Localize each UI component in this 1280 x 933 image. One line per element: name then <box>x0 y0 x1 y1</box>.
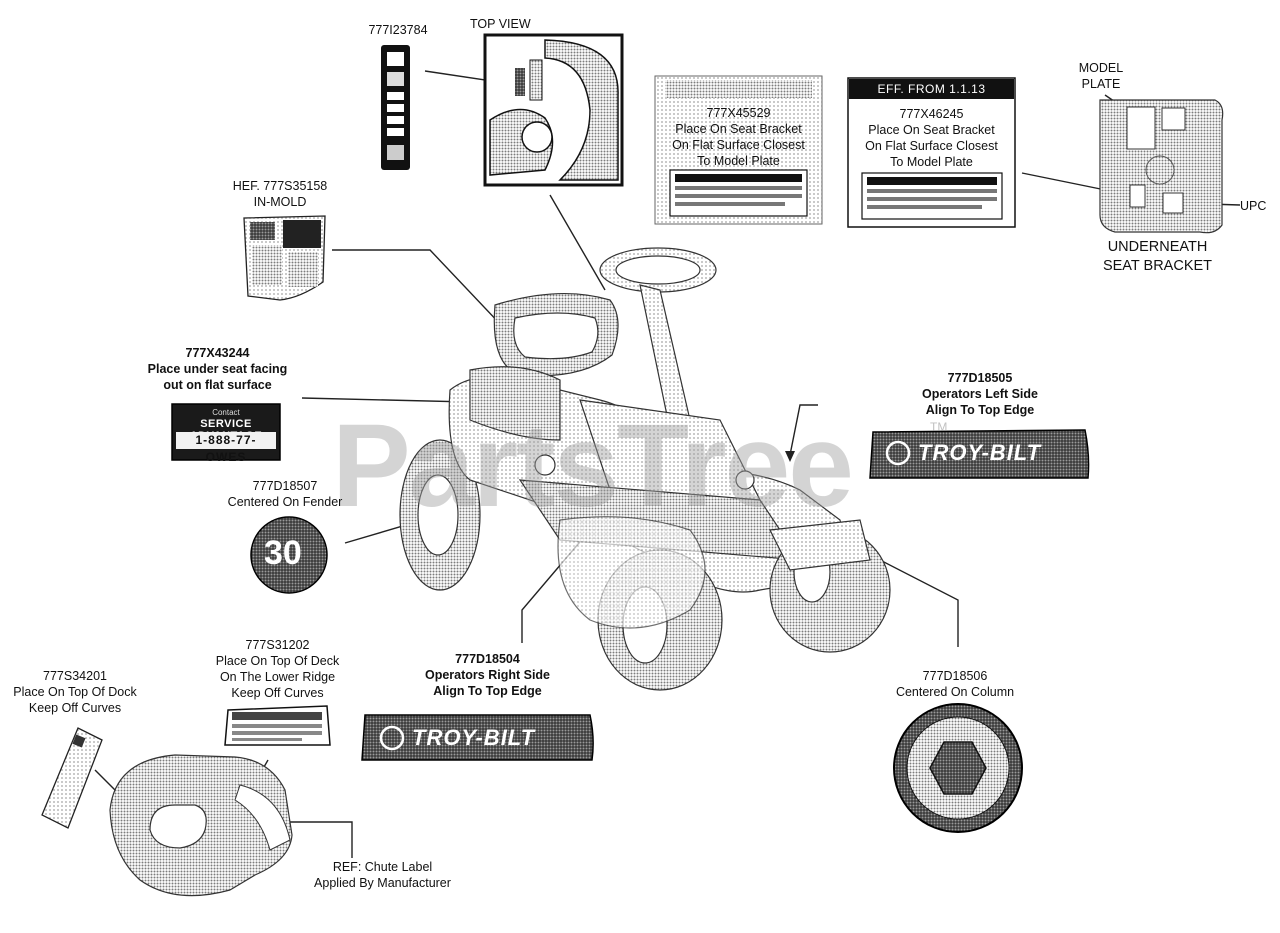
label-model-plate: MODEL PLATE <box>1060 60 1142 92</box>
label-777D18505-line2: Operators Left Side <box>922 387 1038 401</box>
box-777X46245-line1: Place On Seat Bracket <box>868 123 995 137</box>
label-777D18504: 777D18504 Operators Right Side Align To … <box>405 651 570 699</box>
label-777D18504-line3: Align To Top Edge <box>433 684 542 698</box>
label-underneath-line1: UNDERNEATH <box>1107 239 1208 255</box>
label-777D18507-note: Centered On Fender <box>227 495 343 509</box>
service-decal-phone: 1-888-77-OWES <box>176 432 276 464</box>
box-777X45529-line2: On Flat Surface Closest <box>672 138 805 152</box>
box-777X46245-text: 777X46245 Place On Seat Bracket On Flat … <box>848 106 1015 170</box>
label-inmold-note: IN-MOLD <box>253 195 307 209</box>
label-777I23784: 777I23784 <box>368 23 428 37</box>
label-777D18507-part: 777D18507 <box>252 479 318 493</box>
brand-text-right-side: TROY-BILT <box>412 725 536 750</box>
label-top-view: TOP VIEW <box>470 17 531 31</box>
decal-777S31202 <box>224 705 331 746</box>
label-777X43244-line3: out on flat surface <box>163 378 272 392</box>
box-777X46245-line3: To Model Plate <box>890 155 973 169</box>
label-777S31202-line3: On The Lower Ridge <box>219 670 336 684</box>
label-777S31202-part: 777S31202 <box>245 638 310 652</box>
seat-bracket <box>1099 99 1224 234</box>
label-777D18505: 777D18505 Operators Left Side Align To T… <box>905 370 1055 418</box>
box-777X45529-line3: To Model Plate <box>697 154 780 168</box>
top-view-inset <box>483 33 624 187</box>
label-underneath-line2: SEAT BRACKET <box>1102 258 1213 274</box>
label-777D18506-part: 777D18506 <box>922 669 988 683</box>
label-777X43244-line2: Place under seat facing <box>147 362 288 376</box>
label-777D18504-line2: Operators Right Side <box>424 668 551 682</box>
watermark-trademark: TM <box>930 420 948 434</box>
decal-inmold <box>243 215 326 301</box>
box-777X46245-part: 777X46245 <box>899 107 964 121</box>
box-777X46245-line2: On Flat Surface Closest <box>865 139 998 153</box>
label-777S34201-line2: Place On Top Of Dock <box>13 685 137 699</box>
fender-decal-30 <box>250 516 328 594</box>
label-777D18506: 777D18506 Centered On Column <box>875 668 1035 700</box>
label-777D18505-part: 777D18505 <box>947 371 1013 385</box>
label-777D18505-line3: Align To Top Edge <box>925 403 1035 417</box>
box-777X45529-line1: Place On Seat Bracket <box>675 122 802 136</box>
riding-mower <box>399 247 891 691</box>
label-777D18506-note: Centered On Column <box>895 685 1015 699</box>
label-model-plate-line2: PLATE <box>1081 77 1121 91</box>
box-777X45529-part: 777X45529 <box>706 106 771 120</box>
box-777X46245-effective-date: EFF. FROM 1.1.13 <box>849 79 1014 99</box>
label-inmold-ref: HEF. 777S35158 IN-MOLD <box>210 178 350 210</box>
label-model-plate-line1: MODEL <box>1078 61 1124 75</box>
decal-777I23784 <box>381 45 410 170</box>
label-777S31202: 777S31202 Place On Top Of Deck On The Lo… <box>195 637 360 701</box>
label-777D18507: 777D18507 Centered On Fender <box>210 478 360 510</box>
label-777S34201-line3: Keep Off Curves <box>28 701 122 715</box>
mower-deck <box>109 754 293 897</box>
label-777S34201-part: 777S34201 <box>43 669 107 683</box>
label-777X43244-part: 777X43244 <box>185 346 250 360</box>
watermark: PartsTree <box>332 400 854 532</box>
label-777S31202-line4: Keep Off Curves <box>231 686 324 700</box>
label-777S34201: 777S34201 Place On Top Of Dock Keep Off … <box>0 668 150 716</box>
label-underneath-seat-bracket: UNDERNEATH SEAT BRACKET <box>1080 238 1235 276</box>
brand-decal-right-side <box>361 714 594 761</box>
label-chute-line2: Applied By Manufacturer <box>314 876 451 890</box>
service-advantage-decal: Contact SERVICE ADVANTAGE 1-888-77-OWES <box>172 404 280 464</box>
brand-decal-left-side <box>869 429 1090 479</box>
service-decal-contact: Contact <box>212 408 240 417</box>
label-chute-line1: REF: Chute Label <box>332 860 433 874</box>
decal-777S34201 <box>41 727 103 829</box>
box-777X45529-text: 777X45529 Place On Seat Bracket On Flat … <box>655 105 822 169</box>
label-chute-ref: REF: Chute Label Applied By Manufacturer <box>300 859 465 891</box>
decal-777X45529 <box>654 75 823 225</box>
label-777D18504-part: 777D18504 <box>455 652 520 666</box>
label-upc: UPC <box>1240 199 1267 213</box>
label-777X43244: 777X43244 Place under seat facing out on… <box>135 345 300 393</box>
label-777S31202-line2: Place On Top Of Deck <box>215 654 340 668</box>
fender-decal-number: 30 <box>264 534 302 572</box>
brand-text-left-side: TROY-BILT <box>918 440 1042 465</box>
column-decal <box>893 703 1023 833</box>
label-inmold-part: HEF. 777S35158 <box>232 179 328 193</box>
decal-777X46245 <box>847 77 1016 228</box>
